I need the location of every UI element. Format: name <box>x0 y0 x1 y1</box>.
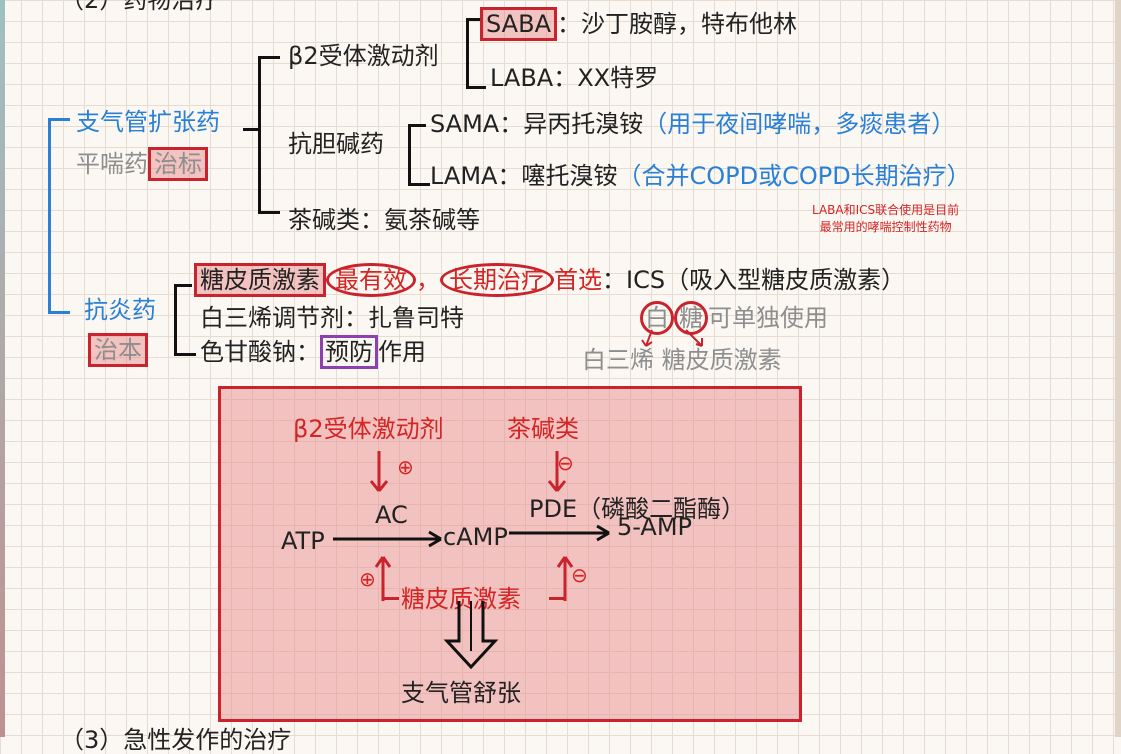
arrow-up-left <box>374 556 392 601</box>
bracket-bottom <box>258 211 280 214</box>
anti-inflammatory-title: 抗炎药 <box>84 296 156 324</box>
plus-glucocorticoid: ⊕ <box>359 567 376 591</box>
arrow-up-right <box>556 556 574 601</box>
beta2-label: β2受体激动剂 <box>288 42 439 70</box>
arrow-atp-camp <box>333 530 442 548</box>
mechanism-box: β2受体激动剂 茶碱类 ⊕ ⊖ AC PDE（磷酸二酯酶） ATP cAMP 5… <box>218 386 802 722</box>
beta2-bracket-bottom <box>466 86 486 89</box>
blue-bracket-bottom <box>48 311 70 314</box>
big-arrow-down <box>443 601 499 669</box>
sama-text: SAMA：异丙托溴铵 <box>430 110 644 138</box>
alone-rest: 可单独使用 <box>708 304 828 332</box>
alone-c2: 糖 <box>674 301 708 335</box>
mech-pde: PDE（磷酸二酯酶） <box>529 495 746 523</box>
alone-c1: 白 <box>640 301 674 335</box>
left-edge <box>0 0 5 737</box>
anti-inflammatory-bracket-bottom <box>174 353 196 356</box>
mech-camp: cAMP <box>443 523 508 551</box>
arrow-down-ac <box>369 451 389 492</box>
right-edge <box>1115 0 1121 737</box>
gluco-line-left <box>383 597 399 600</box>
mech-beta2: β2受体激动剂 <box>293 415 444 443</box>
mech-ac: AC <box>375 501 408 529</box>
mech-result: 支气管舒张 <box>401 679 521 707</box>
bronchodilator-title: 支气管扩张药 <box>76 108 220 136</box>
beta2-bracket-top <box>466 18 480 21</box>
lama-row: LAMA：噻托溴铵（合并COPD或COPD长期治疗） <box>430 162 971 190</box>
bronchodilator-subtitle-prefix: 平喘药 <box>76 150 148 178</box>
glucocorticoid-box: 糖皮质激素 <box>194 263 326 297</box>
saba-row: SABA：沙丁胺醇，特布他林 <box>480 7 797 41</box>
lama-note: （合并COPD或COPD长期治疗） <box>617 162 971 190</box>
mech-amp: 5-AMP <box>617 513 692 541</box>
laba-row: LABA：XX特罗 <box>490 64 659 92</box>
most-effective-oval: 最有效 <box>326 263 416 297</box>
alone-arrows <box>641 329 703 347</box>
plus-ac: ⊕ <box>397 455 414 479</box>
section-header: （2）药物治疗 <box>60 0 220 14</box>
sama-row: SAMA：异丙托溴铵（用于夜间哮喘，多痰患者） <box>430 110 955 138</box>
anticholinergic-label: 抗胆碱药 <box>288 130 384 158</box>
arrow-down-pde <box>547 451 567 492</box>
prevention-box: 预防 <box>320 335 378 369</box>
anticholinergic-bracket <box>408 124 411 186</box>
anti-inflammatory-bracket <box>174 284 177 356</box>
cromolyn-row: 色甘酸钠：预防作用 <box>200 335 426 369</box>
arrow-camp-amp <box>509 524 610 542</box>
bronchodilator-bracket <box>258 56 261 214</box>
theophylline-row: 茶碱类：氨茶碱等 <box>288 206 480 234</box>
glucocorticoid-row: 糖皮质激素最有效，长期治疗首选：ICS（吸入型糖皮质激素） <box>194 263 906 297</box>
cromolyn-prefix: 色甘酸钠： <box>200 338 320 366</box>
ics-text: ：ICS（吸入型糖皮质激素） <box>602 266 906 294</box>
mech-atp: ATP <box>281 527 325 555</box>
side-note: LABA和ICS联合使用是目前 最常用的哮喘控制性药物 <box>812 202 959 236</box>
bracket-stem <box>243 128 259 131</box>
saba-box: SABA <box>480 7 557 41</box>
first-choice: 首选 <box>554 266 602 294</box>
anticholinergic-bracket-top <box>408 124 426 127</box>
comma: ， <box>416 266 440 294</box>
mech-glucocorticoid: 糖皮质激素 <box>401 585 521 613</box>
side-note-line2: 最常用的哮喘控制性药物 <box>819 220 952 234</box>
cromolyn-suffix: 作用 <box>378 338 426 366</box>
sama-note: （用于夜间哮喘，多痰患者） <box>643 110 956 138</box>
bronchodilator-subtitle: 平喘药治标 <box>76 147 208 181</box>
treat-symptom-box: 治标 <box>148 147 208 181</box>
beta2-bracket <box>466 18 469 88</box>
blue-bracket-top <box>48 118 70 121</box>
lama-text: LAMA：噻托溴铵 <box>430 162 618 190</box>
minus-glucocorticoid: ⊖ <box>571 563 588 587</box>
alone-note: 白糖可单独使用 <box>640 301 828 335</box>
alone-ref: 白三烯 糖皮质激素 <box>582 346 782 374</box>
footer-partial: （3）急性发作的治疗 <box>60 726 292 754</box>
bracket-top <box>258 56 280 59</box>
long-term-oval: 长期治疗 <box>440 263 554 297</box>
minus-pde: ⊖ <box>557 451 574 475</box>
anti-inflammatory-subtitle: 治本 <box>88 333 148 367</box>
blue-bracket <box>48 118 51 314</box>
saba-desc: ：沙丁胺醇，特布他林 <box>556 10 797 38</box>
anticholinergic-bracket-bottom <box>408 183 430 186</box>
anti-inflammatory-bracket-top <box>174 284 192 287</box>
mech-theophylline: 茶碱类 <box>507 415 579 443</box>
leukotriene-row: 白三烯调节剂：扎鲁司特 <box>200 304 464 332</box>
gluco-line-right <box>549 597 565 600</box>
side-note-line1: LABA和ICS联合使用是目前 <box>812 203 960 217</box>
treat-root-box: 治本 <box>88 333 148 367</box>
